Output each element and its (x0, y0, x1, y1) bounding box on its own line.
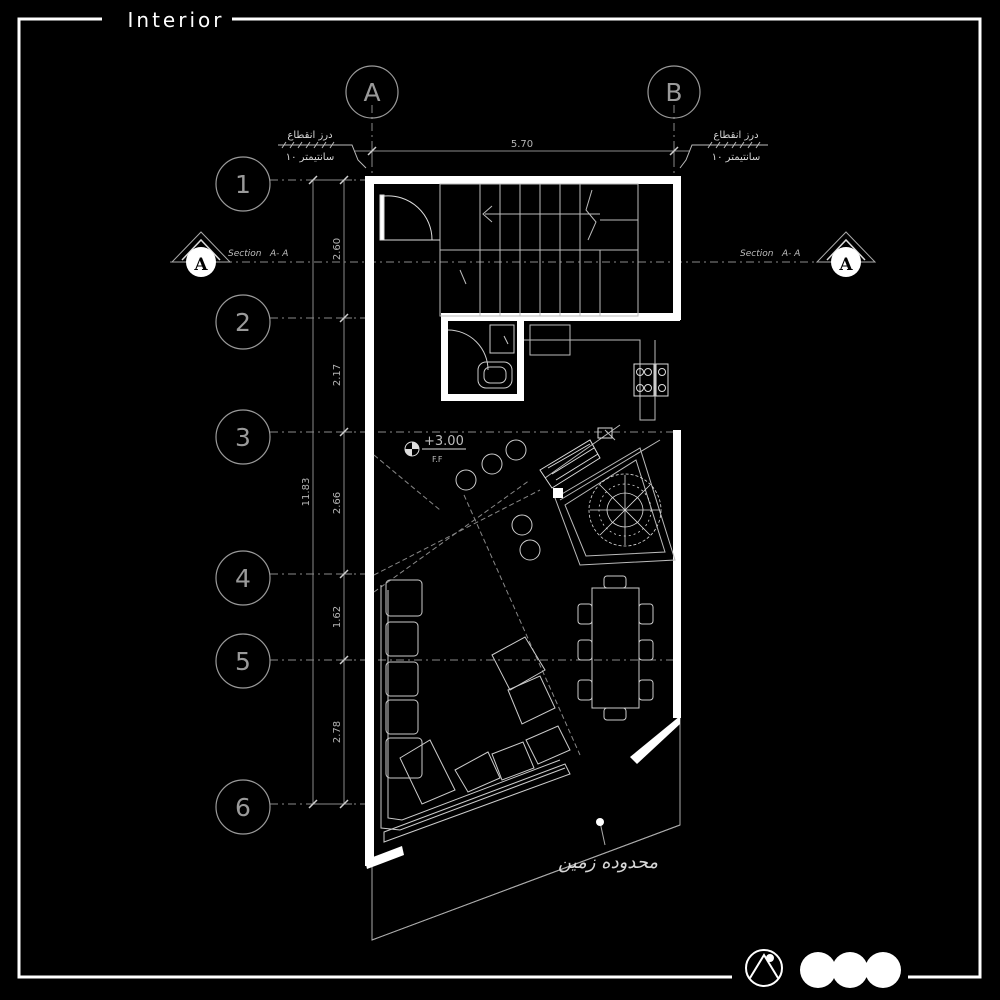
dashed-divisions (373, 454, 581, 756)
stair-core (379, 183, 680, 401)
grid-bubble-A (345, 65, 399, 119)
section-marker-right (815, 231, 877, 277)
section-label-right: Section A- A (740, 249, 800, 259)
site-boundary-label: محدوده زمین (558, 852, 658, 873)
studio-logo-icon (745, 949, 783, 987)
dimension-total-height: 11.83 (301, 478, 312, 507)
sofa (380, 579, 571, 843)
section-marker-left (170, 231, 232, 277)
exterior-walls (365, 176, 681, 869)
section-marker-right-label: A (838, 255, 853, 275)
grid-label-1: 1 (235, 170, 251, 199)
expansion-joint-left-line2: ۱۰ سانتیمتر (286, 152, 334, 163)
dimension-segment-3: 2.66 (332, 492, 343, 514)
site-boundary (371, 710, 681, 941)
grid-column-bubbles (345, 65, 701, 119)
sheet-title: Interior (127, 8, 225, 32)
grid-label-A: A (363, 78, 380, 107)
grid-bubble-6 (215, 779, 271, 835)
grid-lines (170, 105, 875, 805)
section-label-left: Section A- A (228, 249, 288, 259)
dimension-segment-5: 2.78 (332, 721, 343, 743)
grid-bubble-1 (215, 156, 271, 212)
grid-bubble-B (647, 65, 701, 119)
level-marker (404, 441, 466, 457)
expansion-joint-left-line1: درز انقطاع (287, 130, 332, 141)
grid-bubble-4 (215, 550, 271, 606)
expansion-joint-hatch (278, 141, 768, 169)
planter (553, 447, 676, 566)
dimension-lines (306, 143, 690, 805)
kitchen-counter (524, 324, 661, 501)
section-marker-left-label: A (193, 255, 208, 275)
grid-row-bubbles (215, 156, 271, 835)
dimension-segment-4: 1.62 (332, 606, 343, 628)
grid-label-4: 4 (235, 564, 251, 593)
page-dots (800, 952, 901, 988)
dining-table (577, 575, 654, 721)
grid-bubble-3 (215, 409, 271, 465)
level-code: F.F (432, 455, 443, 464)
dimension-segment-2: 2.17 (332, 364, 343, 386)
grid-label-6: 6 (235, 793, 251, 822)
stove (633, 363, 669, 397)
expansion-joint-right-line1: درز انقطاع (713, 130, 758, 141)
grid-bubble-2 (215, 294, 271, 350)
expansion-joint-right-line2: ۱۰ سانتیمتر (712, 152, 760, 163)
sheet-frame (17, 17, 982, 979)
grid-label-3: 3 (235, 423, 251, 452)
grid-bubble-5 (215, 633, 271, 689)
grid-label-5: 5 (235, 647, 251, 676)
dimension-width: 5.70 (511, 139, 533, 150)
grid-label-2: 2 (235, 308, 251, 337)
dimension-segment-1: 2.60 (332, 238, 343, 260)
sink (539, 427, 613, 489)
level-value: +3.00 (424, 434, 464, 449)
grid-label-B: B (665, 78, 682, 107)
tree-icon (588, 473, 662, 547)
site-boundary-pointer (596, 818, 604, 826)
dimension-ticks (308, 146, 679, 809)
bar-stools (455, 439, 541, 561)
